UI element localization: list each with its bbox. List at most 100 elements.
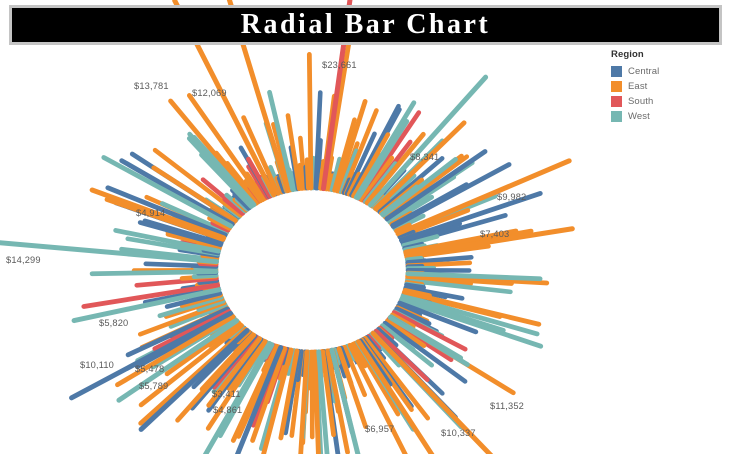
radial-bar [401, 293, 419, 304]
radial-bar [313, 349, 320, 369]
radial-bar [373, 193, 392, 212]
radial-bar [172, 214, 227, 239]
radial-bar [194, 280, 220, 288]
radial-bar [224, 318, 239, 332]
radial-bar [208, 297, 224, 308]
radial-bar [341, 177, 352, 196]
radial-bar [210, 220, 229, 234]
radial-bar [199, 332, 255, 392]
radial-bar [270, 178, 281, 196]
radial-bar [359, 155, 395, 203]
radial-bar [355, 119, 410, 201]
legend-item-west[interactable]: West [611, 109, 721, 124]
radial-bar [313, 349, 324, 454]
radial-bar [206, 234, 223, 246]
legend-item-south[interactable]: South [611, 94, 721, 109]
radial-bar [390, 213, 415, 229]
legend-item-central[interactable]: Central [611, 64, 721, 79]
radial-bar [365, 191, 380, 206]
radial-bar [299, 171, 308, 189]
radial-bar [318, 175, 327, 189]
radial-bar [401, 294, 416, 305]
radial-bar [206, 283, 219, 293]
radial-bar [220, 311, 234, 324]
radial-bar [242, 188, 259, 206]
radial-bar [362, 185, 379, 204]
radial-bar [113, 228, 221, 254]
radial-bar [216, 315, 236, 331]
radial-bar [379, 324, 393, 337]
radial-bar [227, 320, 241, 333]
radial-bar [209, 228, 226, 241]
legend-item-east[interactable]: East [611, 79, 721, 94]
radial-bar [287, 348, 297, 373]
radial-bar [400, 233, 417, 244]
radial-bar [323, 177, 332, 190]
radial-bar [361, 337, 373, 350]
radial-bar [209, 223, 228, 237]
radial-bar [338, 345, 351, 369]
radial-bar [206, 337, 264, 413]
radial-bar [137, 300, 227, 337]
radial-bar [406, 250, 419, 259]
radial-bar [197, 278, 220, 286]
radial-bar [104, 197, 226, 242]
radial-bar [387, 195, 431, 225]
radial-bar [179, 273, 219, 281]
radial-bar [160, 201, 230, 235]
radial-bar [376, 200, 391, 214]
radial-bar [330, 348, 342, 367]
radial-bar [407, 261, 422, 269]
radial-bar [370, 195, 384, 209]
radial-bar [214, 150, 260, 206]
radial-bar [395, 219, 427, 236]
radial-bar [351, 132, 391, 199]
radial-bar [390, 311, 404, 324]
radial-bar [340, 346, 353, 364]
radial-bar [250, 345, 285, 428]
radial-bar [244, 171, 267, 202]
radial-bar [322, 350, 331, 363]
radial-bar [389, 211, 413, 227]
radial-bar [371, 191, 390, 210]
radial-bar [286, 348, 296, 376]
radial-bar [203, 290, 221, 302]
radial-bar [244, 193, 258, 207]
radial-bar [81, 282, 221, 309]
radial-bar [373, 120, 467, 211]
radial-bar [105, 185, 228, 238]
radial-bar [200, 253, 220, 261]
radial-bar [264, 344, 279, 364]
radial-bar [288, 178, 297, 191]
radial-bar [282, 348, 294, 367]
radial-bar [191, 273, 219, 279]
radial-bar [297, 174, 306, 189]
radial-bar [204, 237, 222, 248]
radial-bar [311, 169, 319, 189]
radial-bar [321, 349, 333, 395]
radial-bar [405, 247, 422, 257]
radial-bar [135, 310, 233, 363]
radial-bar [318, 167, 325, 191]
radial-bar [375, 195, 395, 213]
radial-bar [382, 320, 468, 384]
radial-bar [340, 179, 352, 194]
radial-bar [400, 297, 417, 309]
radial-bar [208, 292, 222, 302]
radial-bar [349, 103, 401, 198]
radial-bar [187, 131, 256, 208]
radial-bar [384, 319, 400, 334]
radial-bar [210, 299, 226, 311]
radial-bar [396, 303, 412, 316]
radial-bar [395, 223, 408, 234]
radial-bar [234, 345, 284, 454]
radial-bar [230, 187, 252, 210]
data-label: $7,403 [480, 229, 510, 239]
radial-bar [298, 168, 307, 189]
radial-bar [402, 241, 425, 251]
radial-bar [274, 347, 287, 368]
radial-bar [209, 207, 236, 226]
radial-bar [321, 350, 330, 365]
radial-bar [253, 189, 266, 202]
radial-bar [200, 272, 217, 280]
